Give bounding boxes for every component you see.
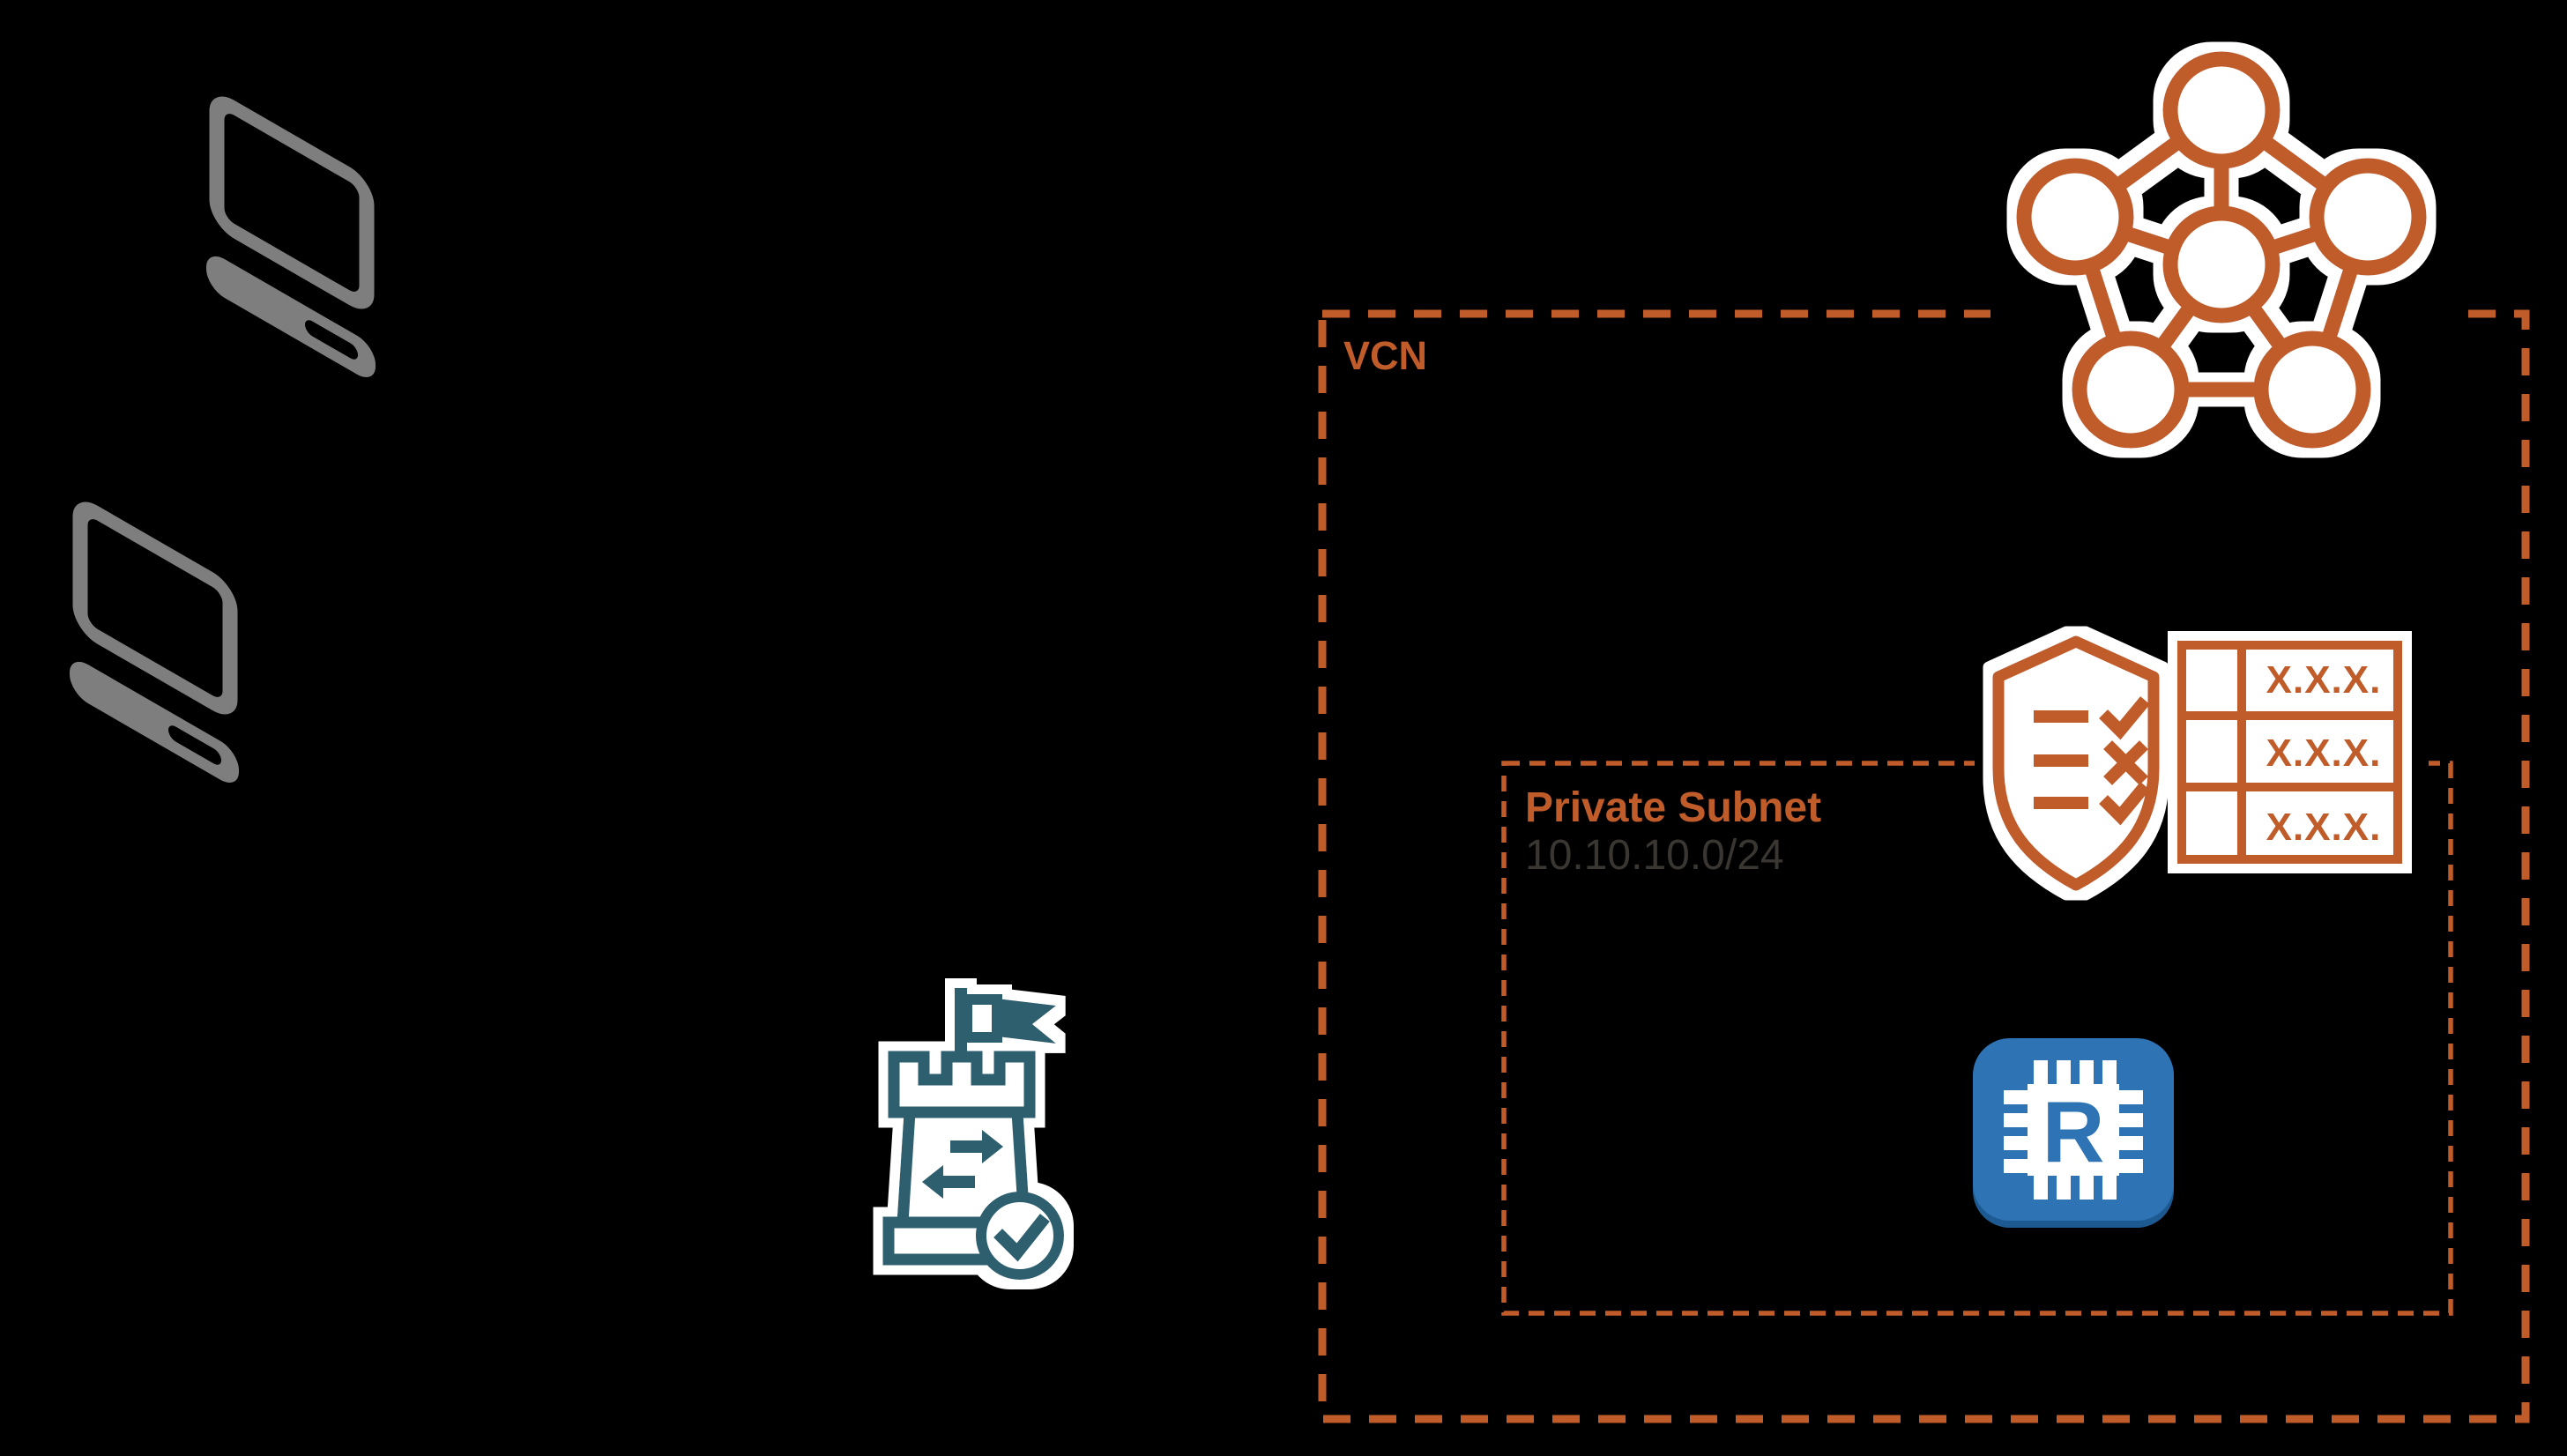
route-table-row: X.X.X. — [2266, 658, 2382, 702]
vcn-boundary — [1318, 309, 2530, 1423]
vcn-label: VCN — [1343, 333, 1428, 378]
laptop-icon — [206, 92, 376, 385]
private-subnet-label: Private Subnet — [1525, 784, 1822, 831]
compute-chip-icon: R — [1973, 1038, 2174, 1228]
bastion-tower-icon — [882, 988, 1064, 1280]
route-table-row: X.X.X. — [2266, 732, 2382, 775]
private-subnet-cidr: 10.10.10.0/24 — [1525, 832, 1784, 879]
compute-instance-letter: R — [2042, 1083, 2105, 1180]
laptop-icon — [70, 497, 239, 791]
vcn-pentagon-network-icon — [2016, 51, 2427, 449]
route-table-icon: X.X.X. X.X.X. X.X.X. — [2177, 641, 2402, 864]
route-table-row: X.X.X. — [2266, 806, 2382, 849]
security-list-shield-icon — [1992, 635, 2160, 891]
